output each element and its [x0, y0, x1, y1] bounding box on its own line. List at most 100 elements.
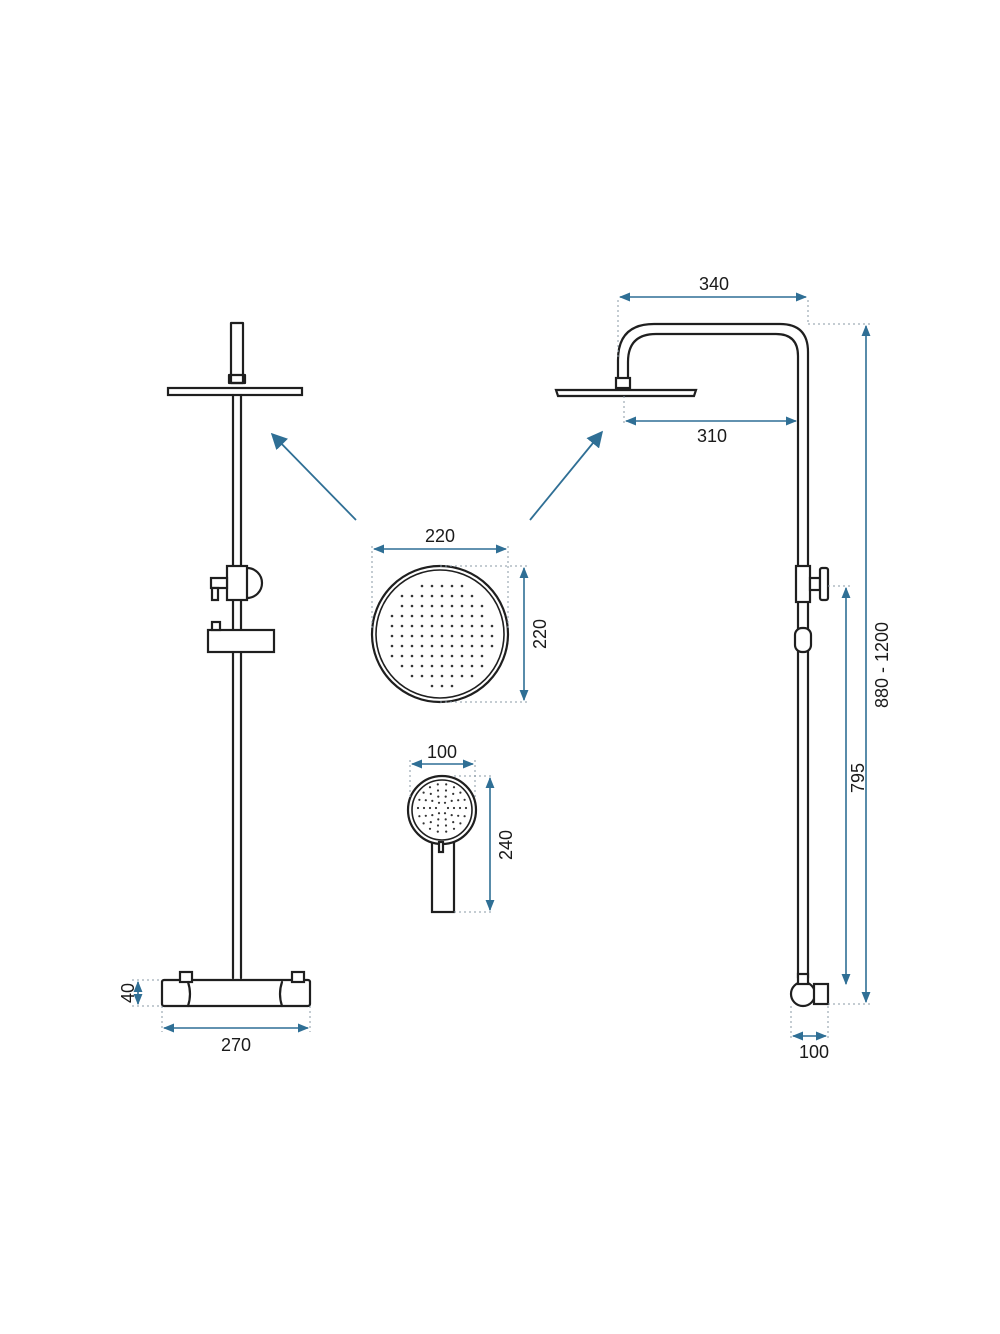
rain-head-nozzle: [460, 614, 464, 618]
rain-head-detail: 220 220: [370, 526, 550, 704]
rain-head-nozzle: [450, 664, 454, 668]
rain-head-nozzle: [450, 684, 454, 688]
hand-shower-nozzle: [443, 801, 447, 804]
rain-head-nozzle: [440, 634, 444, 638]
front-diverter-lever: [209, 576, 229, 590]
rain-head-nozzle: [400, 644, 404, 648]
rain-head-nozzle: [400, 604, 404, 608]
rain-head-nozzle: [460, 644, 464, 648]
side-view: 340 310 880 - 1200 795 100: [554, 274, 892, 1062]
side-diverter-body: [794, 564, 812, 604]
rain-head-nozzle: [430, 614, 434, 618]
rain-head-nozzle: [470, 604, 474, 608]
hand-shower-nozzle: [424, 814, 427, 817]
rain-head-nozzle: [400, 634, 404, 638]
rain-head-nozzle: [430, 644, 434, 648]
rain-head-nozzle: [480, 654, 484, 658]
hand-shower-nozzle: [437, 818, 440, 821]
hand-shower-nozzle: [437, 801, 441, 804]
callout-arrow-side: [529, 430, 604, 521]
rain-head-nozzle: [440, 654, 444, 658]
hand-shower-nozzle: [436, 789, 440, 792]
rain-head-nozzle: [410, 654, 414, 658]
rain-head-nozzle: [440, 584, 444, 588]
rain-head-nozzle: [470, 674, 474, 678]
hand-shower-nozzle: [436, 830, 439, 833]
hand-shower-nozzle: [431, 814, 434, 817]
rain-head-nozzle: [440, 604, 444, 608]
rain-head-nozzle: [480, 644, 484, 648]
hand-shower-nozzle: [443, 812, 447, 815]
rain-head-nozzle: [470, 644, 474, 648]
rain-head-nozzle: [460, 624, 464, 628]
side-slider-holder: [793, 626, 813, 654]
rain-head-nozzle: [410, 674, 414, 678]
label-head-offset: 310: [697, 426, 727, 446]
hand-shower-nozzle: [463, 798, 466, 801]
rain-head-nozzle: [460, 664, 464, 668]
rain-head-nozzle: [400, 664, 404, 668]
rain-head-nozzle: [440, 674, 444, 678]
hand-shower-nozzle: [464, 806, 468, 810]
rain-head-nozzle: [450, 624, 454, 628]
side-arm-inner: [626, 332, 800, 568]
hand-shower-nozzle: [416, 806, 420, 810]
hand-shower-head-outer: [406, 774, 478, 846]
hand-shower-nozzle: [436, 824, 440, 827]
rain-head-nozzle: [420, 604, 424, 608]
rain-head-nozzle: [470, 624, 474, 628]
hand-shower-nozzle: [444, 818, 447, 821]
hand-shower-nozzle: [436, 783, 439, 786]
rain-head-nozzle: [440, 614, 444, 618]
rain-head-nozzle: [490, 624, 494, 628]
rain-head-nozzle: [450, 654, 454, 658]
rain-head-nozzle: [480, 624, 484, 628]
hand-shower-nozzle: [429, 792, 432, 796]
rain-head-nozzle: [400, 614, 404, 618]
hand-shower-nozzle: [418, 815, 421, 818]
rain-head-nozzle: [470, 614, 474, 618]
side-mixer-neck: [796, 972, 810, 986]
rain-head-nozzle: [430, 624, 434, 628]
hand-shower-nozzle: [457, 814, 460, 817]
hand-shower-nozzle: [444, 795, 447, 798]
label-rain-head-height: 220: [530, 619, 550, 649]
hand-shower-nozzle: [431, 799, 434, 803]
rain-head-nozzle: [430, 654, 434, 658]
rain-head-nozzle: [420, 654, 424, 658]
hand-shower-nozzle: [422, 806, 426, 810]
rain-head-nozzle: [390, 634, 394, 638]
hand-shower-nozzle: [452, 786, 456, 789]
rain-head-nozzle: [410, 624, 414, 628]
rain-head-nozzle: [450, 614, 454, 618]
hand-shower-nozzle: [445, 783, 448, 786]
rain-head-nozzle: [430, 594, 434, 598]
hand-shower-nozzle: [424, 799, 427, 802]
hand-shower-nozzle: [445, 830, 448, 833]
front-mixer-connector-right: [290, 970, 306, 984]
hand-shower-nozzle: [429, 821, 432, 824]
hand-shower-nozzle: [450, 814, 453, 817]
hand-shower-nozzle: [418, 798, 421, 801]
rain-head-nozzle: [420, 674, 424, 678]
hand-shower-nozzle: [444, 824, 448, 827]
arrow-icon: [270, 430, 604, 521]
rain-head-nozzle: [460, 594, 464, 598]
rain-head-nozzle: [410, 634, 414, 638]
rain-head-nozzle: [470, 664, 474, 668]
hand-shower-nozzle: [422, 791, 425, 794]
rain-head-nozzle: [430, 684, 434, 688]
label-mixer-height: 40: [118, 983, 138, 1003]
rain-head-nozzle: [440, 644, 444, 648]
rain-head-nozzle: [440, 684, 444, 688]
rain-head-inner: [375, 569, 505, 699]
label-mixer-width: 270: [221, 1035, 251, 1055]
rain-head-nozzle: [440, 664, 444, 668]
side-diverter-stem: [808, 576, 822, 592]
rain-head-nozzle: [390, 614, 394, 618]
rain-head-nozzle: [450, 594, 454, 598]
rain-head-nozzle: [410, 604, 414, 608]
label-wall-depth: 100: [799, 1042, 829, 1062]
rain-head-nozzle: [410, 644, 414, 648]
front-slider-clip: [210, 620, 222, 632]
